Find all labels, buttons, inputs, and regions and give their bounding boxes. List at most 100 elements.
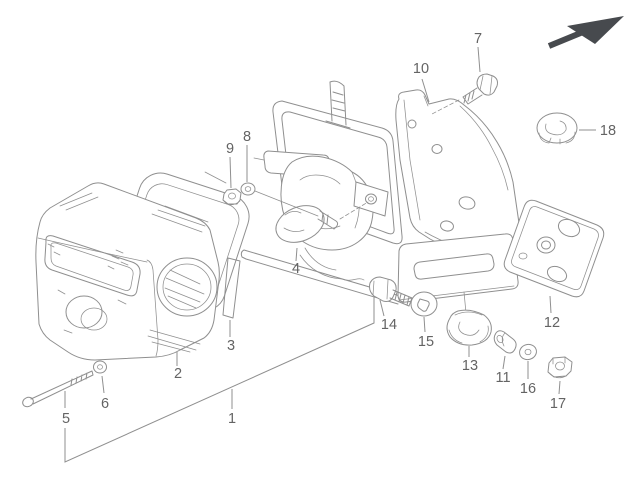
- plate-12-inner-edge: [511, 206, 599, 290]
- screw-5: [22, 370, 94, 408]
- leader-lines: [64, 46, 596, 463]
- lens-window-inner: [50, 242, 134, 291]
- leader-1: [64, 297, 375, 463]
- callout-label-6: 6: [101, 396, 109, 412]
- direction-arrow-tail: [547, 29, 585, 49]
- direction-arrow-icon: [547, 16, 624, 49]
- slot-opening: [413, 253, 495, 280]
- screw-5-head: [22, 396, 34, 408]
- leader-6: [101, 375, 105, 394]
- side-bracket-hole: [365, 193, 377, 205]
- bolt-7-head: [476, 73, 498, 96]
- leader-9: [229, 156, 232, 189]
- callout-label-11: 11: [495, 370, 510, 386]
- washer-8: [240, 182, 319, 217]
- washer-8-hole: [244, 186, 252, 192]
- bulb-glass-lines: [283, 211, 305, 232]
- nut-17-hole: [555, 361, 565, 371]
- callout-label-17: 17: [550, 396, 566, 412]
- callout-label-7: 7: [474, 31, 482, 47]
- washer-6-outer: [93, 360, 107, 374]
- nut-9-base: [222, 199, 241, 206]
- spacer-11-body: [493, 330, 517, 354]
- bracket-10-slot-hole: [458, 196, 476, 210]
- bolt-7-head-facets: [479, 75, 493, 95]
- lamp-housing: [204, 80, 403, 281]
- bolt-14: [369, 276, 413, 307]
- arm-stud-line: [204, 157, 265, 184]
- washer-6: [93, 360, 107, 374]
- callout-label-2: 2: [174, 366, 182, 382]
- callout-label-12: 12: [544, 315, 560, 331]
- lens-hatching: [47, 192, 209, 353]
- cushion-13: [446, 309, 492, 346]
- plate-12-hole: [546, 265, 568, 283]
- lens-window: [44, 235, 141, 297]
- nut-9-hole: [228, 192, 236, 200]
- gasket-arm: [222, 257, 241, 319]
- bracket-10-slot-hole: [440, 220, 454, 232]
- bolt-14-head: [369, 276, 397, 302]
- washer-8-stud-line: [254, 190, 319, 217]
- callout-label-8: 8: [243, 129, 251, 145]
- grommet-18-body: [536, 112, 578, 144]
- lens-2: [35, 182, 220, 361]
- callout-label-14: 14: [381, 317, 397, 333]
- grommet-18: [536, 112, 578, 145]
- plate-12: [503, 199, 605, 298]
- plate-12-hole: [557, 218, 581, 238]
- callout-label-9: 9: [226, 141, 234, 157]
- axis-line-to-cushion: [463, 291, 467, 314]
- bolt-14-shaft: [389, 289, 413, 307]
- callout-label-4: 4: [292, 261, 300, 277]
- direction-arrow-head: [567, 16, 624, 44]
- nut-9: [222, 188, 242, 206]
- nut-17: [547, 356, 573, 379]
- plate-12-detail: [518, 252, 528, 260]
- lens-emblem-inner: [80, 307, 108, 331]
- grommet-18-detail: [538, 120, 576, 145]
- washer-6-hole: [97, 364, 103, 370]
- leader-15: [423, 316, 426, 333]
- washer-15-outer: [410, 291, 438, 317]
- screw-5-shaft: [30, 370, 94, 405]
- spacer-11-edge: [501, 332, 506, 347]
- washer-16-hole: [524, 348, 532, 356]
- washer-16-outer: [519, 343, 537, 361]
- leader-10: [421, 78, 430, 103]
- leader-14: [379, 299, 385, 317]
- washer-8-outer: [240, 182, 256, 196]
- spacer-11: [493, 330, 517, 354]
- leader-4: [295, 247, 298, 262]
- leader-17: [558, 380, 561, 395]
- bolt-7-axis-dash: [431, 99, 460, 115]
- lens-emblem-outer: [65, 295, 103, 329]
- slot-plate: [397, 233, 519, 303]
- nut-17-body: [547, 356, 573, 378]
- washer-15-hole: [417, 298, 430, 312]
- nut-9-body: [222, 188, 242, 205]
- plate-12-boss-hole: [541, 240, 551, 250]
- bolt-7: [431, 73, 498, 115]
- lens-reflector-ring: [156, 257, 218, 317]
- washer-16: [519, 343, 537, 361]
- callout-label-1: 1: [228, 411, 236, 427]
- bulb-base: [317, 210, 339, 230]
- wire-boot-curves: [299, 247, 365, 281]
- housing-side-bracket: [353, 181, 389, 217]
- bracket-10-hole: [407, 119, 417, 129]
- leader-7: [477, 46, 481, 73]
- callout-label-5: 5: [62, 411, 70, 427]
- bolt-14-facets: [372, 279, 389, 300]
- cushion-13-body: [446, 309, 492, 346]
- nut-17-base: [547, 356, 567, 379]
- lens-outline: [35, 182, 220, 361]
- bracket-stay-arm: [240, 233, 519, 314]
- callout-label-15: 15: [418, 334, 434, 350]
- leader-12: [549, 295, 552, 314]
- lens-reflector-inner: [162, 263, 212, 311]
- callout-label-10: 10: [413, 61, 429, 77]
- bulb-axis-dash: [339, 201, 369, 220]
